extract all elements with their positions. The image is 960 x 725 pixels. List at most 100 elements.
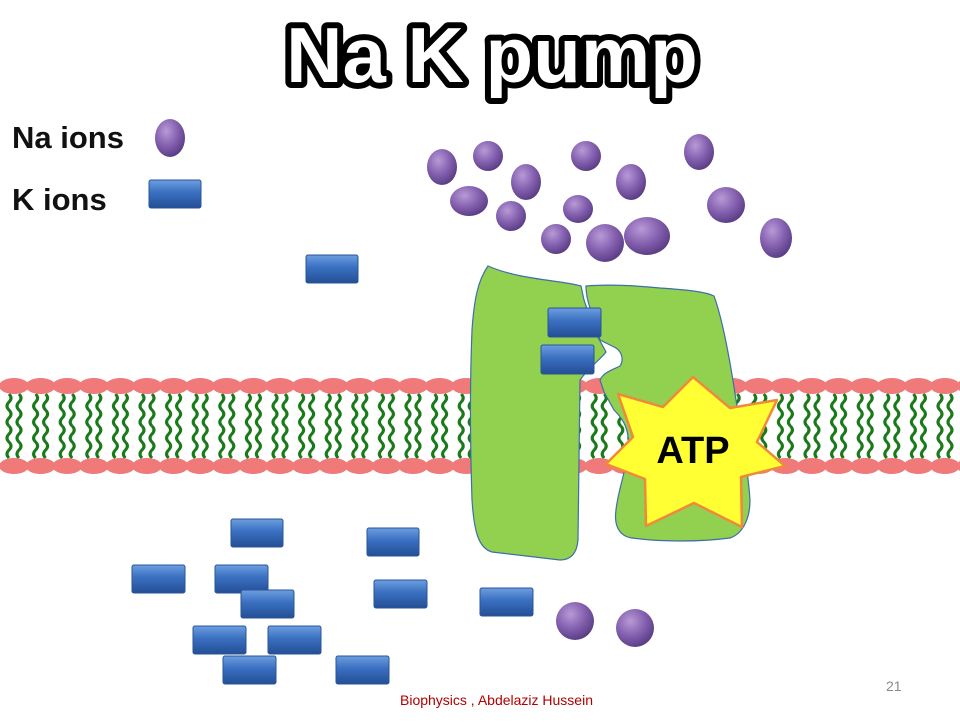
k-ion — [222, 655, 277, 685]
lipid-tail — [58, 392, 66, 428]
na-ion — [616, 164, 646, 200]
lipid-head — [797, 378, 827, 394]
lipid-head — [0, 458, 29, 474]
lipid-head — [158, 458, 189, 474]
lipid-tail — [121, 424, 129, 460]
lipid-tail — [840, 392, 848, 428]
lipid-tail — [946, 424, 954, 460]
lipid-tail — [856, 392, 864, 428]
lipid-tail — [936, 424, 944, 460]
lipid-tail — [351, 424, 359, 460]
k-ion — [192, 625, 247, 655]
lipid-head — [52, 458, 83, 474]
lipid-tail — [404, 424, 412, 460]
lipid-tail — [590, 392, 598, 428]
lipid-head — [238, 378, 269, 394]
lipid-tail — [201, 392, 209, 428]
lipid-head — [850, 458, 881, 474]
na-ion — [760, 218, 792, 258]
k-ion — [540, 344, 595, 375]
na-ion — [571, 141, 601, 171]
lipid-head — [344, 458, 375, 474]
lipid-head — [318, 378, 349, 394]
na-ion — [616, 609, 654, 647]
na-ion — [450, 186, 488, 216]
na-ion — [473, 141, 503, 171]
lipid-tail — [457, 424, 465, 460]
atp-label: ATP — [656, 430, 729, 472]
lipid-head — [850, 378, 881, 394]
lipid-tail — [803, 424, 811, 460]
na-ions — [155, 119, 792, 647]
lipid-head — [903, 458, 934, 474]
lipid-head — [0, 378, 29, 394]
lipid-head — [956, 460, 960, 472]
lipid-tail — [431, 392, 439, 428]
lipid-tail — [298, 392, 306, 428]
k-ion — [366, 527, 420, 557]
lipid-head — [823, 378, 854, 394]
lipid-tail — [191, 392, 199, 428]
lipid-tail — [883, 424, 891, 460]
lipid-tail — [165, 392, 173, 428]
na-ion — [511, 164, 541, 200]
lipid-tail — [377, 392, 385, 428]
lipid-head — [823, 458, 854, 474]
lipid-head — [770, 378, 801, 394]
page-number: 21 — [886, 678, 902, 694]
lipid-tail — [281, 424, 289, 460]
lipid-tail — [600, 392, 608, 428]
lipid-tail — [830, 392, 838, 428]
lipid-tail — [830, 424, 838, 460]
lipid-head — [78, 458, 109, 474]
lipid-tail — [324, 392, 332, 428]
lipid-tail — [244, 424, 252, 460]
lipid-tail — [5, 424, 13, 460]
lipid-tail — [271, 392, 279, 428]
slide-title: Na K pump — [286, 11, 698, 99]
lipid-tail — [138, 424, 146, 460]
lipid-tail — [457, 392, 465, 428]
lipid-head — [132, 458, 162, 474]
lipid-head — [371, 378, 402, 394]
lipid-tail — [191, 424, 199, 460]
lipid-tail — [813, 392, 821, 428]
lipid-tail — [600, 424, 608, 460]
na-ion — [427, 149, 457, 185]
lipid-head — [903, 378, 934, 394]
lipid-head — [105, 458, 136, 474]
k-ion — [131, 564, 186, 594]
lipid-tail — [441, 392, 449, 428]
k-ion — [373, 579, 428, 609]
lipid-tail — [111, 392, 119, 428]
lipid-tail — [148, 392, 156, 428]
lipid-tail — [308, 392, 316, 428]
lipid-head — [318, 458, 349, 474]
lipid-head — [185, 378, 216, 394]
lipid-head — [876, 458, 907, 474]
lipid-tail — [228, 392, 236, 428]
lipid-tail — [254, 392, 262, 428]
legend-k-label: K ions — [12, 182, 107, 217]
lipid-tail — [148, 424, 156, 460]
lipid-head — [930, 458, 960, 474]
lipid-tail — [404, 392, 412, 428]
na-ion — [684, 134, 714, 170]
lipid-tail — [431, 424, 439, 460]
k-ion — [230, 518, 284, 548]
lipid-head — [424, 458, 455, 474]
lipid-tail — [909, 392, 917, 428]
lipid-tail — [441, 424, 449, 460]
lipid-tail — [244, 392, 252, 428]
lipid-tail — [324, 424, 332, 460]
k-ion-legend-icon — [148, 179, 202, 209]
lipid-tail — [68, 424, 76, 460]
lipid-head — [238, 458, 269, 474]
footer-credit: Biophysics , Abdelaziz Hussein — [400, 692, 593, 708]
k-ion — [214, 564, 269, 594]
lipid-tail — [42, 392, 50, 428]
lipid-tail — [334, 392, 342, 428]
lipid-tail — [58, 424, 66, 460]
lipid-head — [424, 378, 455, 394]
lipid-tail — [786, 392, 794, 428]
